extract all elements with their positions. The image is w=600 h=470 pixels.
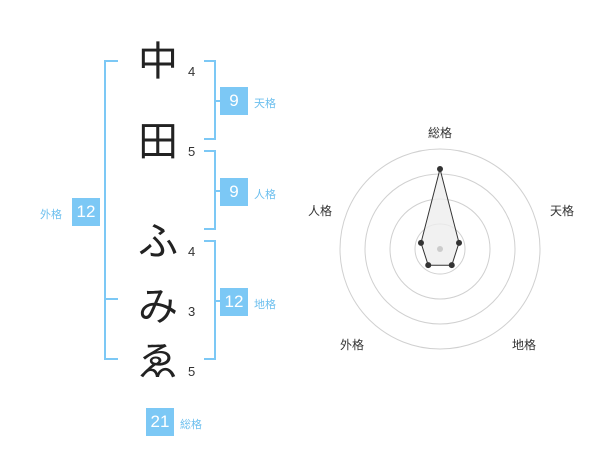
stroke-count-4: 3 — [188, 304, 196, 319]
gaikaku-value: 12 — [72, 198, 100, 226]
jinkaku-bracket-bottom — [204, 228, 216, 230]
radar-point — [417, 239, 424, 246]
chikaku-value: 12 — [220, 288, 248, 316]
jinkaku-label: 人格 — [254, 188, 276, 201]
name-char-1: 中 — [138, 39, 178, 85]
name-char-2: 田 — [138, 119, 178, 165]
stroke-count-5: 5 — [188, 364, 196, 379]
tenkaku-bracket-tick — [214, 100, 220, 102]
radar-point — [425, 262, 432, 269]
name-char-5: ゑ — [138, 339, 178, 385]
stroke-count-3: 4 — [188, 244, 196, 259]
gaikaku-bracket — [104, 60, 106, 360]
chikaku-bracket-tick — [214, 300, 220, 302]
name-char-3: ふ — [138, 219, 178, 265]
soukaku-label: 総格 — [180, 418, 202, 431]
soukaku-value: 21 — [146, 408, 174, 436]
gaikaku-bracket-mid — [104, 298, 118, 300]
radar-point — [448, 262, 455, 269]
tenkaku-bracket-bottom — [204, 138, 216, 140]
chikaku-bracket-bottom — [204, 358, 216, 360]
name-char-4: み — [138, 284, 178, 330]
jinkaku-bracket-top — [204, 150, 216, 152]
stroke-count-1: 4 — [188, 64, 196, 79]
tenkaku-label: 天格 — [254, 97, 276, 110]
radar-label-tenkaku: 天格 — [550, 204, 575, 218]
gaikaku-label: 外格 — [40, 208, 62, 221]
radar-polygon — [420, 168, 460, 266]
tenkaku-value: 9 — [220, 87, 248, 115]
chikaku-label: 地格 — [254, 298, 276, 311]
chikaku-bracket-top — [204, 240, 216, 242]
radar-label-jinkaku: 人格 — [308, 204, 333, 218]
jinkaku-bracket-tick — [214, 190, 220, 192]
radar-label-gaikaku: 外格 — [340, 338, 365, 352]
radar-ring — [339, 148, 541, 350]
tenkaku-bracket-top — [204, 60, 216, 62]
radar-label-chikaku: 地格 — [512, 338, 537, 352]
radar-point — [437, 166, 443, 172]
gaikaku-bracket-top — [104, 60, 118, 62]
radar-point — [456, 239, 463, 246]
gaikaku-bracket-bottom — [104, 358, 118, 360]
jinkaku-value: 9 — [220, 178, 248, 206]
radar-label-soukaku: 総格 — [428, 126, 453, 140]
radar-center-dot — [437, 246, 443, 252]
stroke-count-2: 5 — [188, 144, 196, 159]
